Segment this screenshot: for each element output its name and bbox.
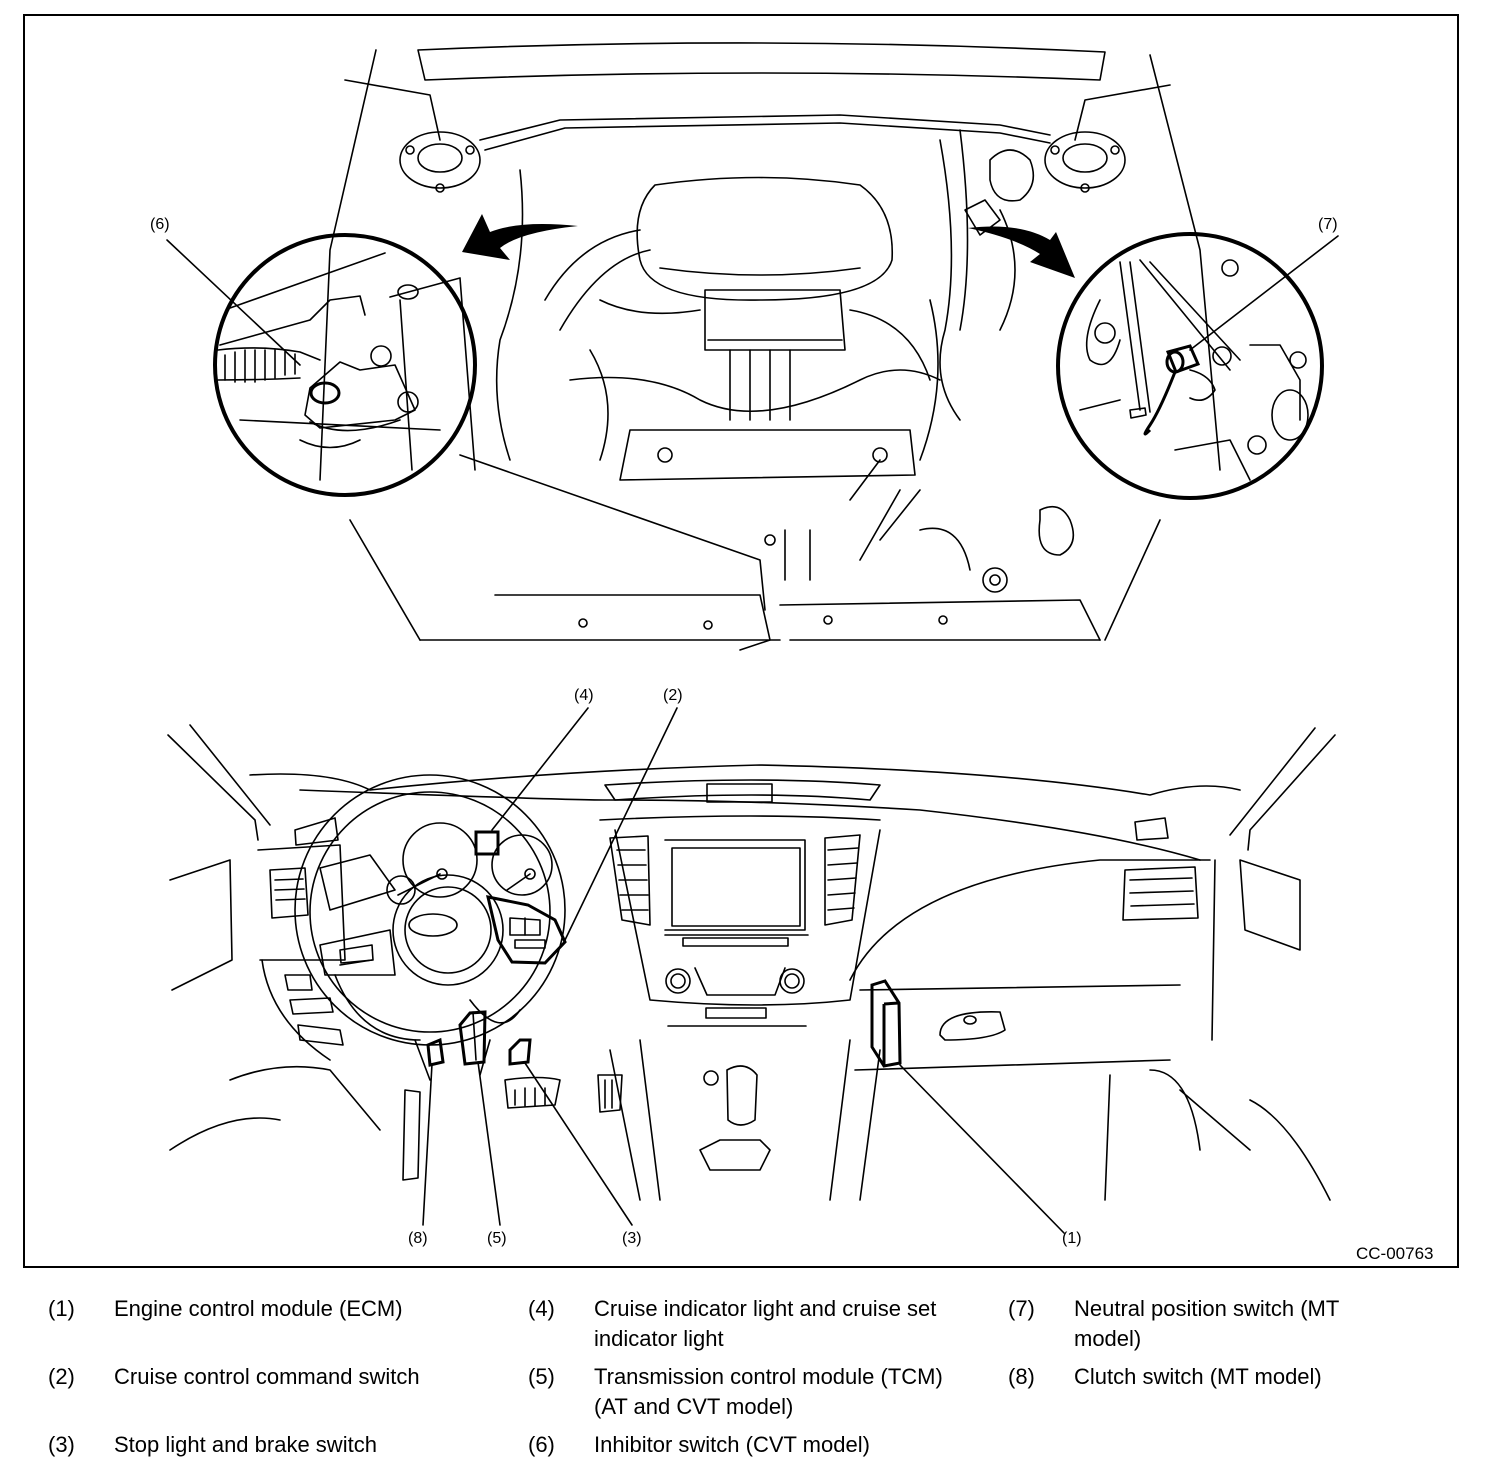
tcm-marker [458, 1010, 487, 1066]
callout-5: (5) [487, 1230, 507, 1247]
cruise-command-switch-marker [486, 895, 567, 965]
legend-text: Transmission control module (TCM) (AT an… [594, 1364, 943, 1419]
legend-text: Cruise control command switch [114, 1364, 420, 1389]
figure-id: CC-00763 [1356, 1244, 1434, 1263]
cruise-indicator-light-marker [474, 830, 500, 856]
legend-number: (7) [1008, 1296, 1035, 1321]
callout-1: (1) [1062, 1230, 1082, 1247]
legend: (1) Engine control module (ECM) (2) Crui… [0, 1294, 1504, 1470]
callout-6: (6) [150, 216, 170, 233]
callout-3: (3) [622, 1230, 642, 1247]
legend-text: Engine control module (ECM) [114, 1296, 403, 1321]
callout-2: (2) [663, 687, 683, 704]
legend-text: Cruise indicator light and cruise set in… [594, 1296, 937, 1351]
strut-tower-right [1044, 131, 1126, 193]
legend-number: (2) [48, 1364, 75, 1389]
legend-text: Stop light and brake switch [114, 1432, 377, 1457]
stop-light-switch-marker [508, 1038, 532, 1066]
legend-number: (1) [48, 1296, 75, 1321]
legend-number: (6) [528, 1432, 555, 1457]
engine-compartment-drawing [319, 42, 1221, 651]
callout-8: (8) [408, 1230, 428, 1247]
legend-number: (5) [528, 1364, 555, 1389]
leader-lines [166, 235, 1339, 1234]
legend-text: Neutral position switch (MT model) [1074, 1296, 1339, 1351]
inhibitor-switch-detail-circle [213, 233, 477, 497]
instrument-panel-drawing [167, 724, 1336, 1201]
illustration [166, 42, 1339, 1234]
neutral-switch-detail-circle [1056, 232, 1324, 500]
arrow-to-inhibitor-switch [462, 214, 578, 260]
callout-7: (7) [1318, 216, 1338, 233]
ecm-marker [870, 979, 902, 1068]
legend-text: Clutch switch (MT model) [1074, 1364, 1322, 1389]
callout-4: (4) [574, 687, 594, 704]
legend-number: (4) [528, 1296, 555, 1321]
strut-tower-left [399, 131, 481, 193]
figure-frame [23, 14, 1459, 1268]
legend-number: (3) [48, 1432, 75, 1457]
clutch-switch-marker [426, 1037, 445, 1067]
arrow-to-neutral-switch [968, 226, 1075, 278]
legend-text: Inhibitor switch (CVT model) [594, 1432, 870, 1457]
legend-number: (8) [1008, 1364, 1035, 1389]
